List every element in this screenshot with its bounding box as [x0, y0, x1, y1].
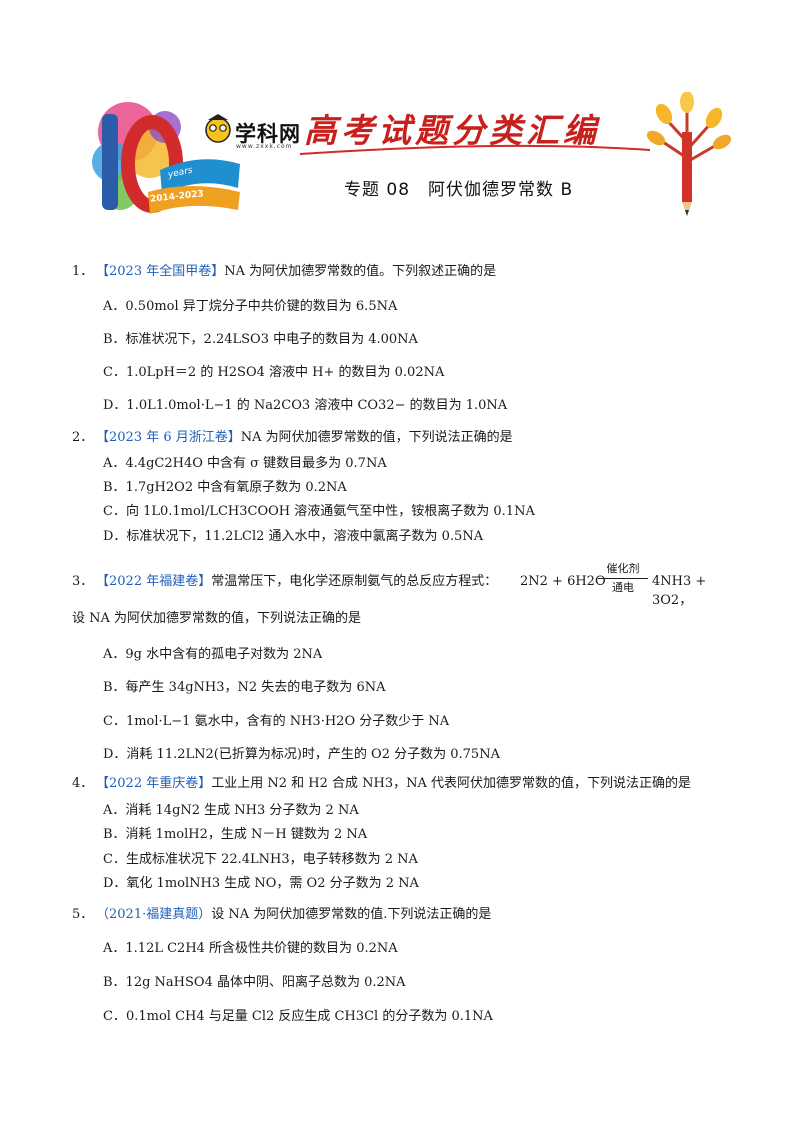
question-5-option-b: B．12g NaHSO4 晶体中阴、阳离子总数为 0.2NA — [103, 975, 406, 990]
question-2-option-d: D．标准状况下，11.2LCl2 通入水中，溶液中氯离子数为 0.5NA — [103, 529, 484, 544]
question-source: （2021·福建真题） — [96, 907, 212, 922]
question-3-continuation: 设 NA 为阿伏加德罗常数的值，下列说法正确的是 — [72, 611, 362, 626]
question-number: 2． — [72, 430, 94, 445]
topic-title: 专题 08 阿伏伽德罗常数 B — [344, 180, 574, 200]
question-2-stem: 2．【2023 年 6 月浙江卷】NA 为阿伏加德罗常数的值，下列说法正确的是 — [72, 429, 513, 447]
question-4-option-c: C．生成标准状况下 22.4LNH3，电子转移数为 2 NA — [103, 852, 418, 867]
anniversary-badge-icon — [92, 102, 240, 214]
title-underline-swoosh — [299, 144, 651, 155]
question-1-option-d: D．1.0L1.0mol·L−1 的 Na2CO3 溶液中 CO32− 的数目为… — [103, 398, 508, 413]
question-3-option-d: D．消耗 11.2LN2(已折算为标况)时，产生的 O2 分子数为 0.75NA — [103, 747, 500, 762]
question-4-option-b: B．消耗 1molH2，生成 N－H 键数为 2 NA — [103, 827, 368, 842]
question-number: 3． — [72, 574, 94, 589]
question-text: NA 为阿伏加德罗常数的值。下列叙述正确的是 — [224, 264, 497, 279]
question-3-stem: 3．【2022 年福建卷】常温常压下，电化学还原制氨气的总反应方程式： — [72, 573, 497, 591]
question-5-option-a: A．1.12L C2H4 所含极性共价键的数目为 0.2NA — [103, 941, 398, 956]
equation-reactants: 2N2 + 6H2O — [520, 574, 606, 589]
question-3-option-a: A．9g 水中含有的孤电子对数为 2NA — [103, 647, 323, 662]
question-text: 工业上用 N2 和 H2 合成 NH3，NA 代表阿伏加德罗常数的值，下列说法正… — [211, 776, 692, 791]
question-number: 1． — [72, 264, 94, 279]
question-1-option-b: B．标准状况下，2.24LSO3 中电子的数目为 4.00NA — [103, 332, 418, 347]
question-1-option-c: C．1.0LpH＝2 的 H2SO4 溶液中 H+ 的数目为 0.02NA — [103, 365, 445, 380]
question-number: 5． — [72, 907, 94, 922]
question-1-stem: 1．【2023 年全国甲卷】NA 为阿伏加德罗常数的值。下列叙述正确的是 — [72, 263, 496, 281]
question-2-option-c: C．向 1L0.1mol/LCH3COOH 溶液通氨气至中性，铵根离子数为 0.… — [103, 504, 535, 519]
question-number: 4． — [72, 776, 94, 791]
question-5-stem: 5．（2021·福建真题）设 NA 为阿伏加德罗常数的值.下列说法正确的是 — [72, 906, 491, 924]
equation-arrow: 催化剂 通电 — [598, 562, 648, 595]
question-source: 【2022 年重庆卷】 — [96, 776, 212, 791]
question-4-stem: 4．【2022 年重庆卷】工业上用 N2 和 H2 合成 NH3，NA 代表阿伏… — [72, 775, 691, 793]
series-title: 高考试题分类汇编 — [304, 111, 600, 150]
equation-catalyst: 催化剂 — [606, 562, 640, 575]
question-3-option-b: B．每产生 34gNH3，N2 失去的电子数为 6NA — [103, 680, 386, 695]
equation-products: 4NH3 + 3O2， — [652, 574, 707, 608]
question-2-option-b: B．1.7gH2O2 中含有氧原子数为 0.2NA — [103, 480, 347, 495]
question-4-option-d: D．氧化 1molNH3 生成 NO，需 O2 分子数为 2 NA — [103, 876, 419, 891]
question-3-option-c: C．1mol·L−1 氨水中，含有的 NH3·H2O 分子数少于 NA — [103, 714, 450, 729]
question-text: 常温常压下，电化学还原制氨气的总反应方程式： — [211, 574, 498, 589]
logo-mascot-icon — [205, 114, 231, 143]
question-text: NA 为阿伏加德罗常数的值，下列说法正确的是 — [240, 430, 513, 445]
header-banner — [92, 92, 732, 216]
question-source: 【2023 年全国甲卷】 — [96, 264, 225, 279]
question-source: 【2022 年福建卷】 — [96, 574, 212, 589]
question-1-option-a: A．0.50mol 异丁烷分子中共价键的数目为 6.5NA — [103, 299, 398, 314]
question-5-option-c: C．0.1mol CH4 与足量 Cl2 反应生成 CH3Cl 的分子数为 0.… — [103, 1009, 493, 1024]
logo-text: 学科网 — [235, 122, 301, 146]
question-2-option-a: A．4.4gC2H4O 中含有 σ 键数目最多为 0.7NA — [103, 456, 387, 471]
pencil-tree-icon — [646, 92, 732, 216]
question-4-option-a: A．消耗 14gN2 生成 NH3 分子数为 2 NA — [103, 803, 359, 818]
reaction-equation: 2N2 + 6H2O 催化剂 通电 4NH3 + 3O2， — [520, 562, 725, 608]
question-text: 设 NA 为阿伏加德罗常数的值.下列说法正确的是 — [211, 907, 492, 922]
logo-url: www.zxxk.com — [236, 143, 293, 150]
question-source: 【2023 年 6 月浙江卷】 — [96, 430, 241, 445]
equation-condition: 通电 — [612, 581, 634, 594]
equation-bar — [598, 578, 648, 579]
